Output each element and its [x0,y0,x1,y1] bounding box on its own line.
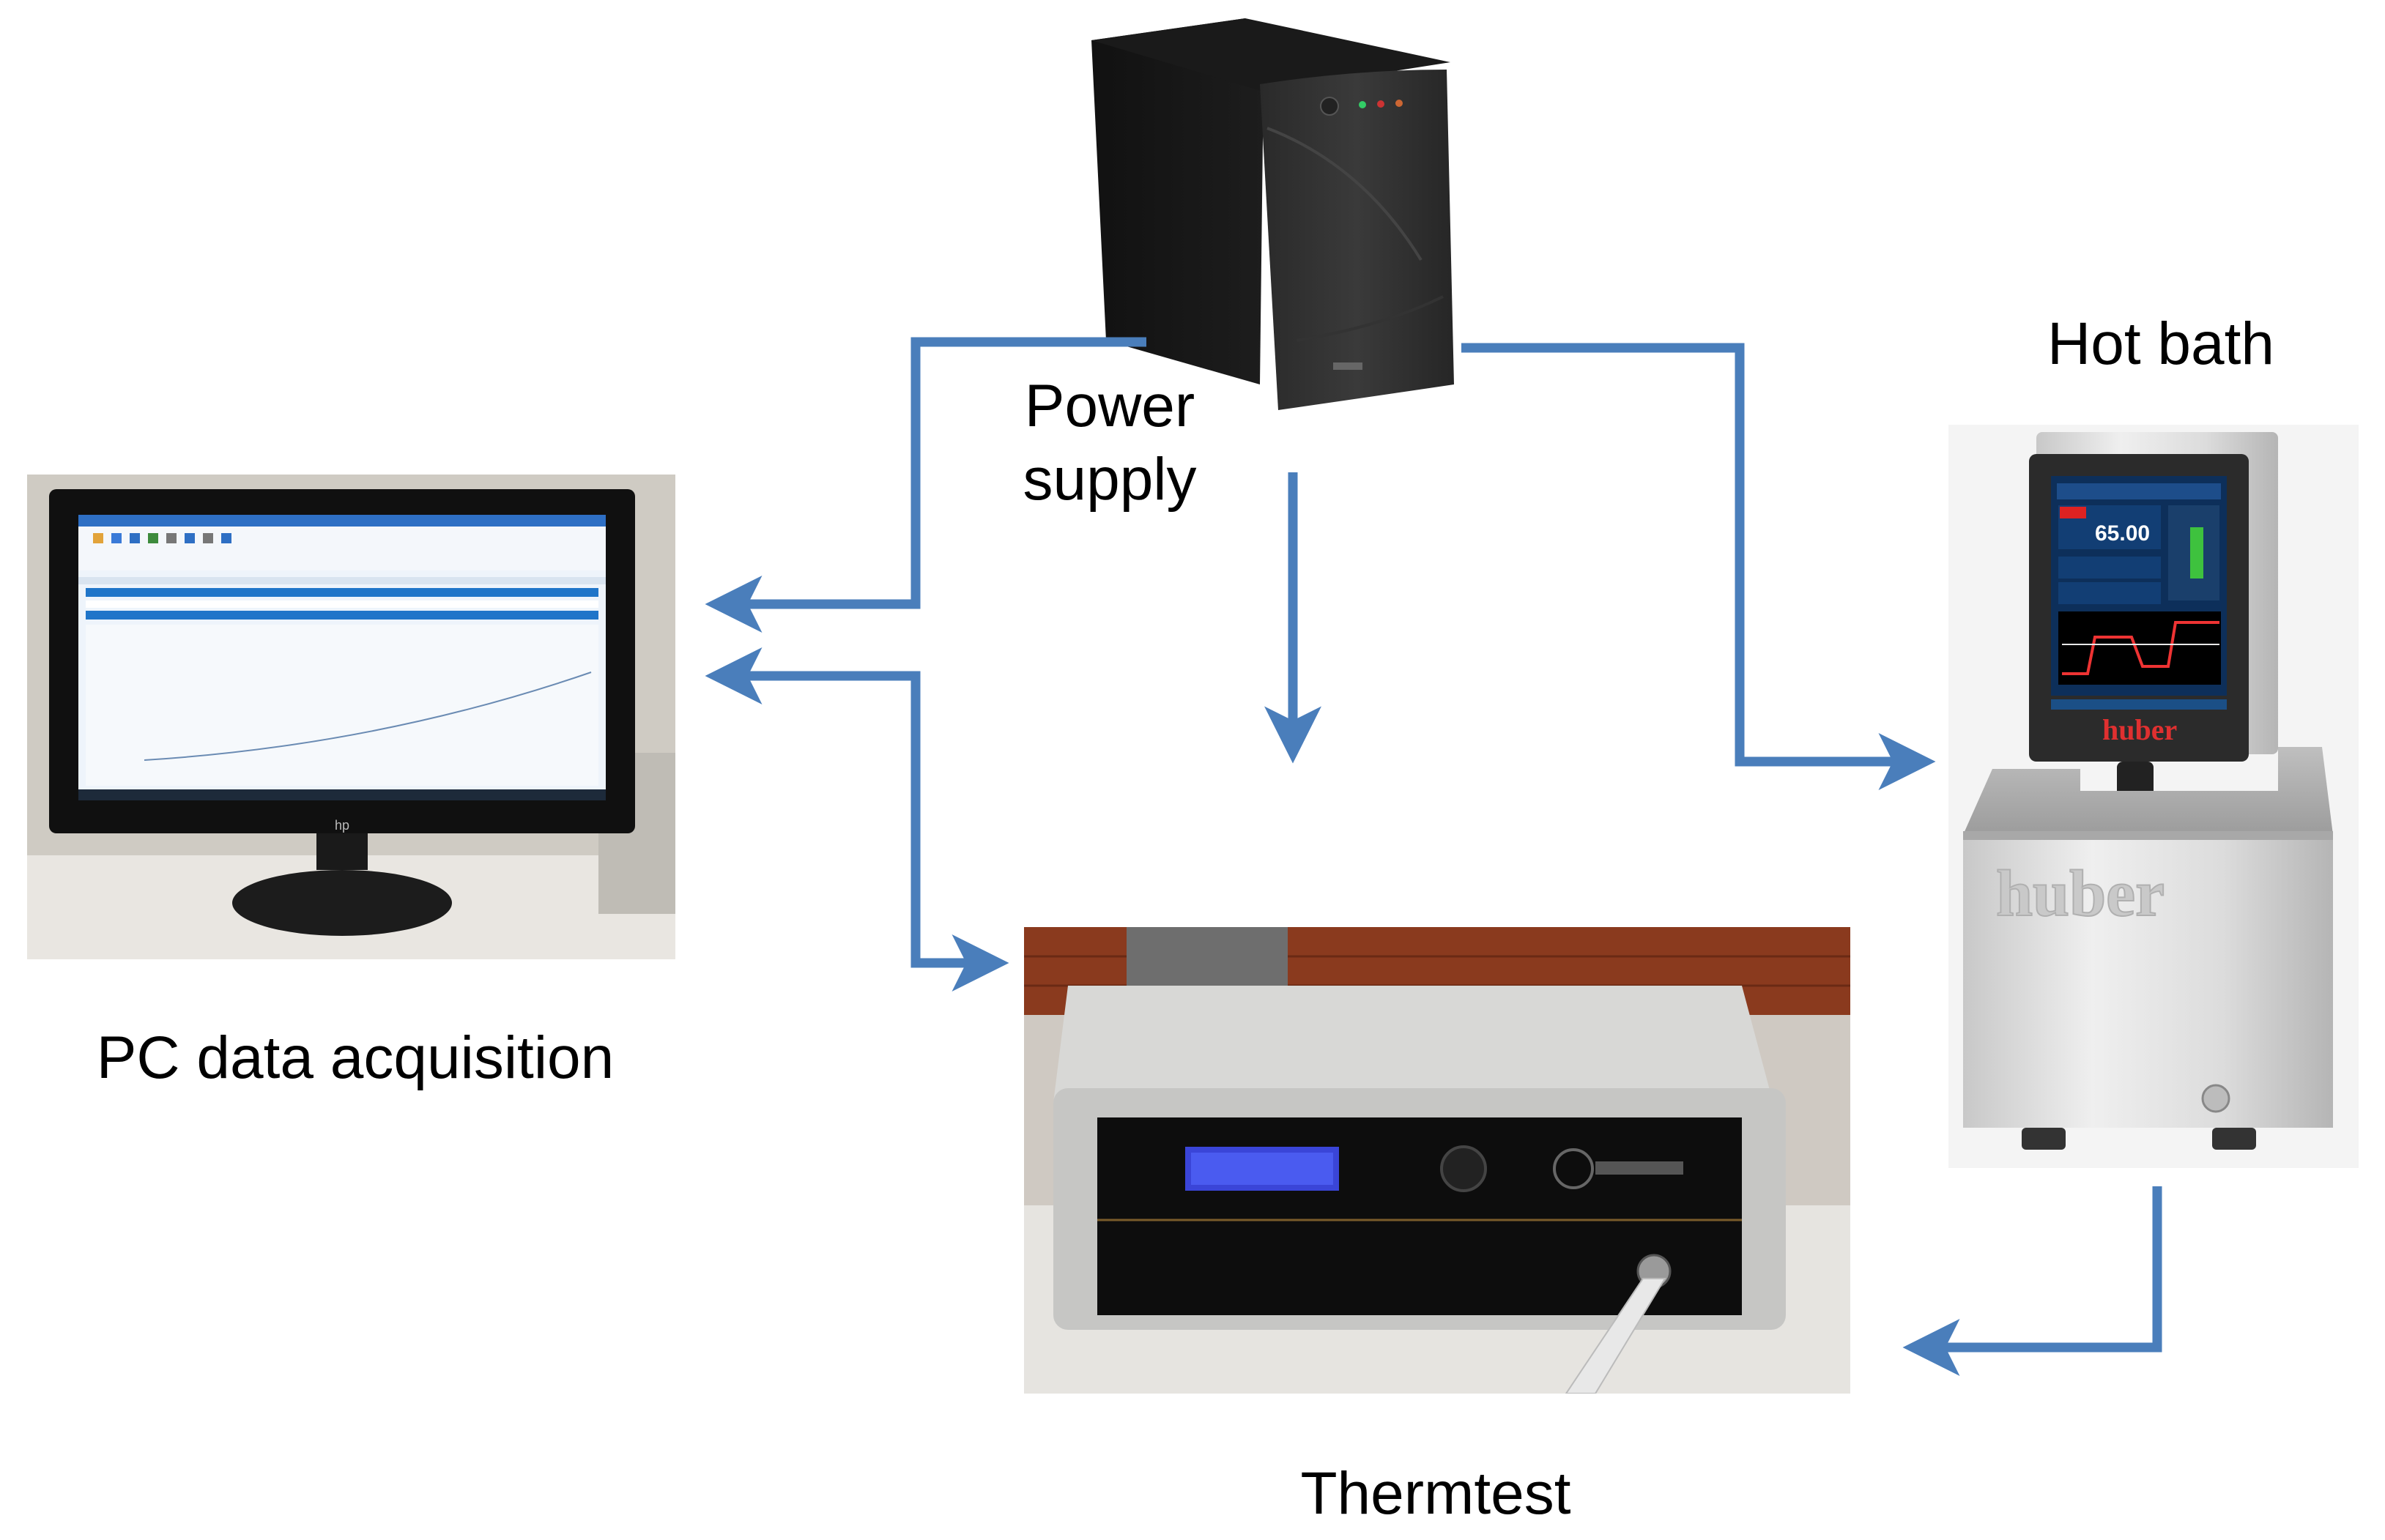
arrow-pc-to-thermtest [910,676,1009,992]
thermtest-label: Thermtest [1300,1460,1571,1527]
svg-text:hp: hp [335,818,349,833]
power-supply-label-line1: Power [1024,373,1195,439]
hot-bath-image: 65.00 huber huber [1948,425,2359,1168]
hot-bath-base-logo: huber [1996,858,2165,930]
hot-bath-brand-logo: huber [2102,713,2177,746]
arrow-thermtest-to-pc [705,647,921,747]
thermtest-device-image [1024,927,1850,1394]
pc-data-acquisition-label: PC data acquisition [96,1024,615,1091]
hot-bath-label: Hot bath [2047,310,2274,377]
pc-monitor-image: hp [27,475,675,959]
power-supply-label-line2: supply [1023,446,1197,513]
power-supply-image [1077,18,1472,414]
hot-bath-display-value: 65.00 [2095,521,2150,546]
power-supply-label: Power supply [996,370,1223,516]
arrow-power-to-hot-bath [1461,343,1936,790]
arrow-power-to-pc [705,337,1146,633]
arrow-hot-bath-to-thermtest [1902,1186,2162,1376]
